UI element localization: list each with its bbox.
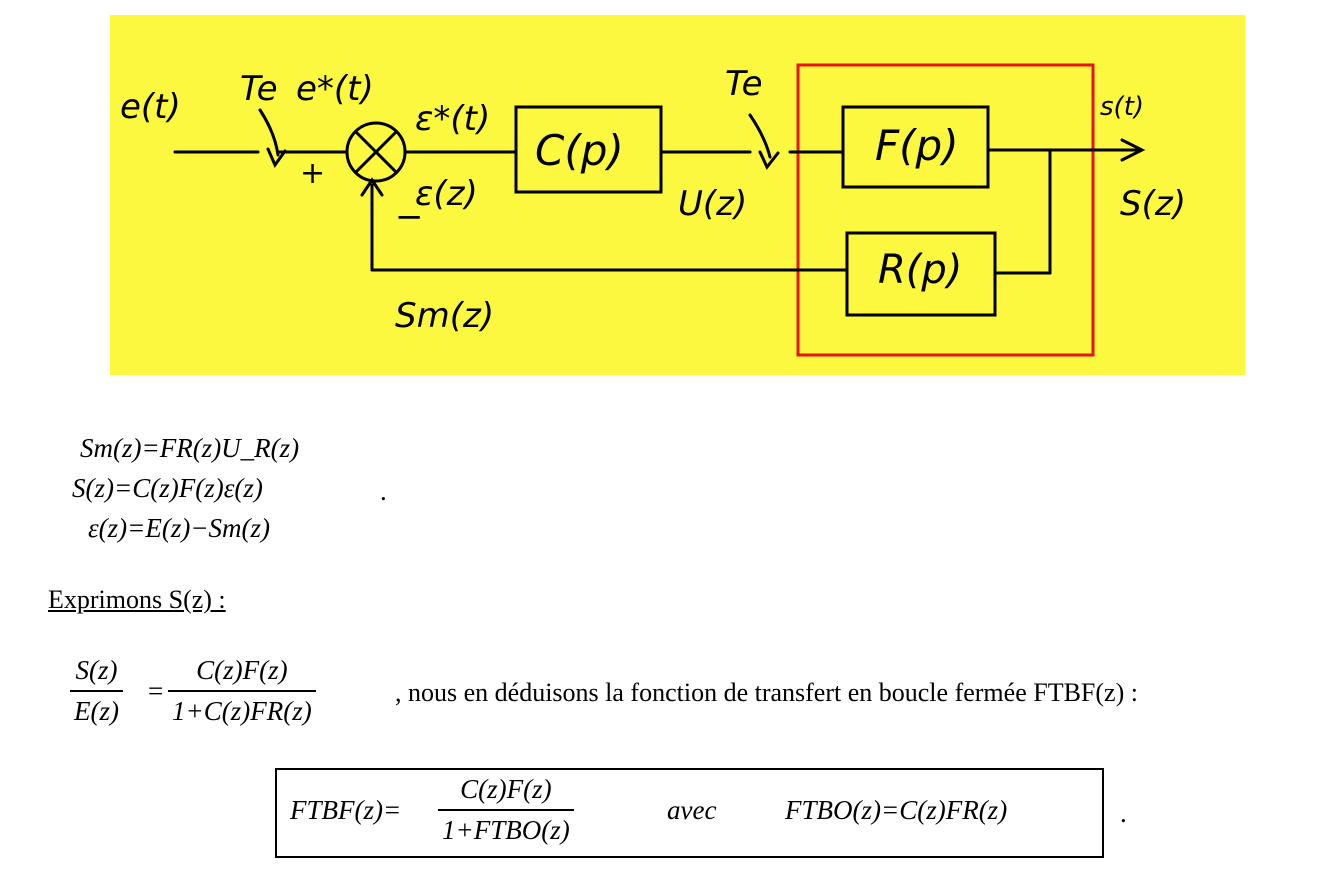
- feedback-arrowhead: [360, 177, 384, 197]
- final-denominator: 1+FTBO(z): [438, 809, 574, 846]
- label-error-z: ε(z): [415, 174, 478, 214]
- ratio-rhs-numerator: C(z)F(z): [196, 655, 288, 685]
- label-control-z: U(z): [678, 184, 747, 224]
- label-output-t: s(t): [1100, 92, 1144, 122]
- final-fraction: C(z)F(z) 1+FTBO(z): [438, 774, 574, 846]
- label-error-sampled: ε*(t): [415, 99, 490, 139]
- label-sampler-1: Te: [240, 69, 278, 109]
- equation-epsilon-text: ε(z)=E(z)−Sm(z): [88, 513, 271, 543]
- final-trailing-dot: .: [1120, 800, 1127, 827]
- label-minus: −: [395, 197, 424, 237]
- equation-system-dot: .: [380, 478, 387, 505]
- ratio-rhs-denominator: 1+C(z)FR(z): [168, 690, 316, 727]
- sampler-2-arrow: [758, 150, 780, 170]
- ratio-lhs-denominator: E(z): [70, 690, 123, 727]
- ratio-equals: =: [148, 676, 164, 706]
- section-heading: Exprimons S(z) :: [48, 585, 226, 614]
- final-trailing-dot-text: .: [1120, 798, 1127, 828]
- final-lhs: FTBF(z)=: [290, 795, 402, 825]
- plant-block: [841, 105, 990, 189]
- output-arrowhead: [1120, 138, 1146, 162]
- label-sampled-input: e*(t): [296, 69, 374, 109]
- sampler-2-switch: [748, 113, 772, 159]
- final-result-box: [275, 768, 1104, 858]
- label-input: e(t): [120, 87, 181, 127]
- diagram-background: [110, 15, 1245, 375]
- ratio-lhs-fraction: S(z) E(z): [70, 655, 123, 727]
- label-plus: +: [300, 156, 325, 191]
- label-sampler-2: Te: [725, 64, 763, 104]
- final-ftbo: FTBO(z)=C(z)FR(z): [785, 795, 1008, 825]
- ratio-rhs-fraction: C(z)F(z) 1+C(z)FR(z): [168, 655, 316, 727]
- equation-s: S(z)=C(z)F(z)ε(z): [72, 475, 263, 502]
- equation-epsilon: ε(z)=E(z)−Sm(z): [88, 515, 270, 542]
- label-sensor: R(p): [878, 247, 962, 293]
- label-plant: F(p): [875, 121, 959, 170]
- ratio-sentence: , nous en déduisons la fonction de trans…: [395, 678, 1138, 707]
- sampler-1-arrow: [266, 147, 287, 169]
- label-measure-z: Sm(z): [395, 296, 494, 336]
- label-output-z: S(z): [1120, 184, 1186, 224]
- controller-block: [514, 105, 663, 194]
- equation-s-text: S(z)=C(z)F(z)ε(z): [72, 473, 263, 503]
- equation-sm: Sm(z)=FR(z)U_R(z): [80, 435, 299, 462]
- ratio-lhs-numerator: S(z): [75, 655, 118, 685]
- final-numerator: C(z)F(z): [460, 774, 552, 804]
- block-diagram: e(t) Te e*(t) + − ε*(t) ε(z) C(p) Te U(z…: [110, 15, 1245, 375]
- equation-sm-text: Sm(z)=FR(z)U_R(z): [80, 433, 300, 463]
- final-avec: avec: [667, 795, 717, 825]
- sensor-block: [845, 231, 997, 317]
- plant-highlight-box: [796, 63, 1095, 357]
- label-controller: C(p): [535, 126, 624, 175]
- equation-dot-text: .: [380, 476, 387, 506]
- summing-cross-b: [354, 130, 398, 174]
